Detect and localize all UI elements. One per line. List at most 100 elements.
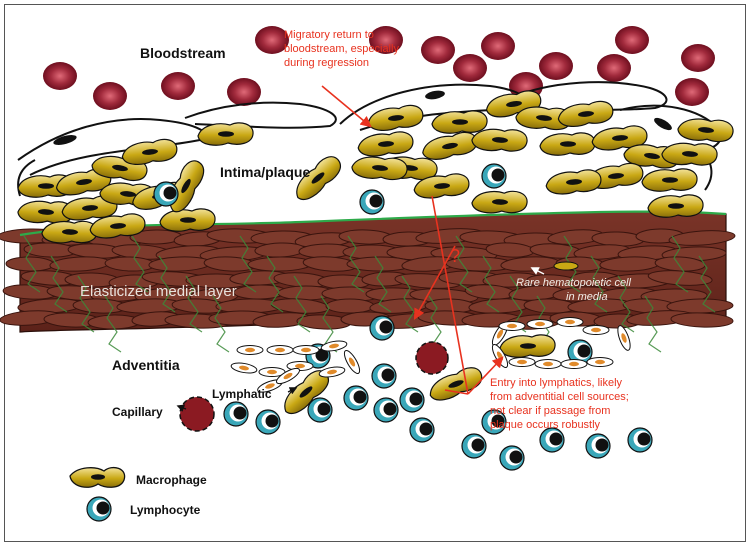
lymphocyte: [359, 189, 385, 215]
label-medial: Elasticized medial layer: [80, 283, 237, 300]
red-blood-cell: [161, 72, 195, 100]
lymphatic-endothelial-cell: [586, 357, 614, 367]
label-bloodstream: Bloodstream: [140, 45, 226, 61]
macrophage: [587, 162, 644, 189]
lymphatic-endothelial-cell: [266, 345, 294, 355]
lymphatic-endothelial-cell: [320, 340, 348, 352]
elastin-fibre: [104, 295, 122, 353]
red-blood-cell: [675, 78, 709, 106]
macrophages: [17, 90, 734, 414]
lymphatic-endothelial-cell: [508, 357, 536, 367]
red-blood-cell: [93, 82, 127, 110]
macrophage: [357, 131, 414, 157]
figure-frame: [4, 4, 746, 542]
macrophage: [413, 173, 470, 199]
lymphocyte: [409, 417, 435, 443]
entry-arrow: [467, 356, 504, 395]
lymphocyte: [585, 433, 611, 459]
elastin-fibre: [266, 255, 284, 313]
label-intima: Intima/plaque: [220, 164, 310, 180]
lymphatic-endothelial-cell: [318, 366, 346, 378]
macrophage: [431, 110, 488, 134]
elastin-fibre: [77, 275, 95, 333]
lymphatic-arrow: [287, 387, 298, 395]
lymphocyte: [481, 163, 507, 189]
lymphatic-endothelial-cell: [292, 345, 320, 355]
elastin-fibre: [644, 295, 662, 353]
lymphatic-endothelial-cell: [236, 345, 264, 355]
lymphatic-endothelial-cell: [526, 319, 554, 329]
arrows: [176, 85, 545, 412]
lymphatic-endothelial-cell: [286, 361, 314, 371]
macrophage: [121, 138, 178, 165]
rare-cell-arrow: [530, 267, 545, 275]
lymphocyte: [223, 401, 249, 427]
macrophage: [661, 142, 718, 166]
elastin-fibre: [671, 235, 689, 293]
red-blood-cell: [453, 54, 487, 82]
lymphatic-endothelial-cell: [230, 362, 258, 374]
rare-hematopoietic-cell: [553, 261, 579, 271]
macrophage: [647, 194, 704, 218]
lymphatic-endothelial-cell: [582, 325, 610, 335]
elastin-fibre: [131, 235, 149, 293]
lymphatic-endothelial-cell: [617, 325, 631, 351]
red-blood-cell: [227, 78, 261, 106]
lymphocyte: [343, 385, 369, 411]
smooth-muscle-cell: [325, 298, 375, 314]
elastin-fibre: [347, 235, 365, 293]
label-lymphatic: Lymphatic: [212, 387, 272, 401]
macrophage: [641, 168, 698, 192]
lymphocyte: [499, 445, 525, 471]
elastin-fibre: [590, 255, 608, 313]
red-blood-cell: [539, 52, 573, 80]
annotation-rare-cell: Rare hematopoietic cell in media: [516, 277, 634, 303]
red-blood-cell: [615, 26, 649, 54]
elastin-fibre: [185, 275, 203, 333]
macrophage: [515, 106, 572, 131]
legend-macrophage-label: Macrophage: [136, 473, 207, 487]
lymphocyte: [461, 433, 487, 459]
label-adventitia: Adventitia: [112, 357, 180, 373]
lymphocyte: [481, 409, 507, 435]
lymphocyte: [255, 409, 281, 435]
label-capillary: Capillary: [112, 405, 163, 419]
smooth-muscle-cell: [670, 312, 734, 328]
elastin-fibre: [455, 235, 473, 293]
lymphocyte: [539, 427, 565, 453]
macrophage: [197, 122, 254, 146]
lymphocyte: [567, 339, 593, 365]
red-blood-cell: [597, 54, 631, 82]
elastin-fibre: [482, 255, 500, 313]
lymphatic-vessels: [230, 317, 631, 393]
elastin-fibre: [23, 235, 41, 293]
smooth-muscle-cell: [668, 230, 736, 246]
red-blood-cell: [369, 26, 403, 54]
macrophage: [61, 195, 118, 221]
elastin-fibre: [374, 255, 392, 313]
macrophage: [591, 125, 648, 151]
elastin-fibre: [401, 275, 419, 333]
macrophage: [89, 213, 146, 239]
macrophage: [471, 128, 528, 152]
macrophage: [159, 208, 216, 232]
elastin-fibre: [158, 255, 176, 313]
elastin-fibre: [212, 295, 230, 353]
capillary-arrow: [176, 404, 187, 412]
red-blood-cell: [255, 26, 289, 54]
lymphocyte: [371, 363, 397, 389]
elastin-fibre: [239, 235, 257, 293]
elastin-fibre: [617, 275, 635, 333]
macrophage: [351, 156, 408, 181]
lymphocyte: [307, 397, 333, 423]
entry-line: [431, 195, 469, 395]
red-blood-cell: [43, 62, 77, 90]
elastin-fibre: [698, 255, 716, 313]
macrophage: [677, 118, 734, 143]
red-blood-cell: [421, 36, 455, 64]
lymphocyte: [369, 315, 395, 341]
red-blood-cell: [481, 32, 515, 60]
red-blood-cell: [681, 44, 715, 72]
lymphocyte: [399, 387, 425, 413]
elastin-fibre: [50, 255, 68, 313]
